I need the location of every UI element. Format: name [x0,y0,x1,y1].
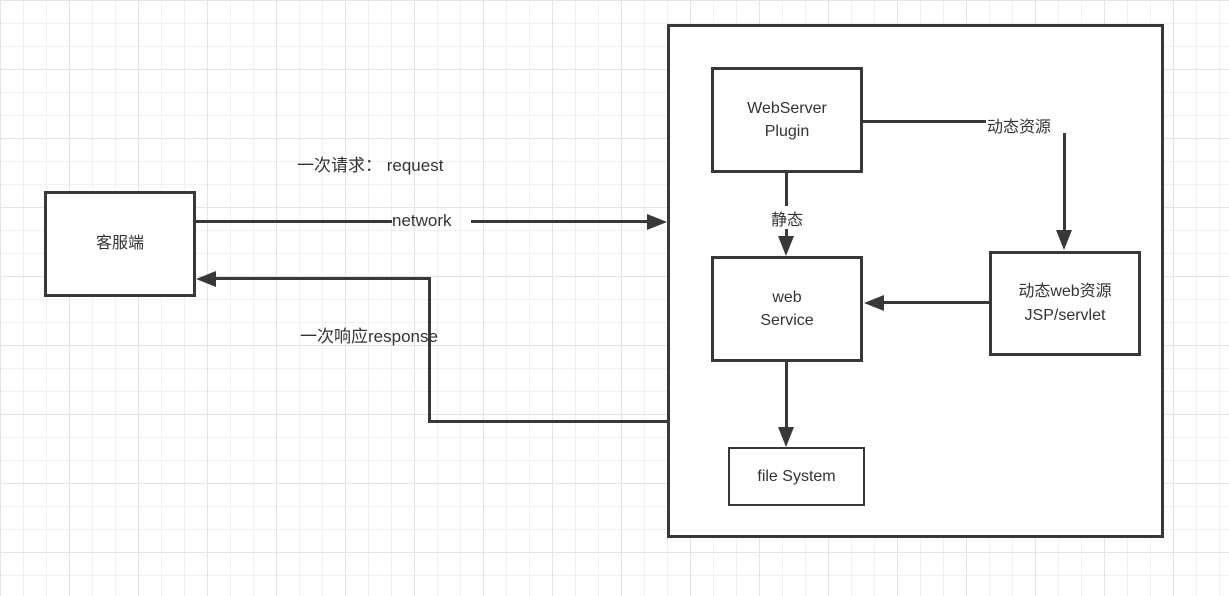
response-line-segment [428,420,667,423]
request-line-segment [471,220,648,223]
dynamicweb-to-webservice-arrowhead-icon [864,295,884,311]
client-box-label: 客服端 [95,235,144,253]
web-service-label-line1: web [772,288,802,306]
dynamic-web-resource-label-line2: JSP/servlet [1024,306,1106,324]
dynamic-web-resource-box: 动态web资源 JSP/servlet [989,251,1141,356]
file-system-box: file System [728,447,865,506]
dynamicweb-to-webservice-line [884,301,989,304]
static-arrowhead-icon [778,236,794,256]
network-label: network [392,211,452,230]
dynamic-line-segment [1063,133,1066,231]
request-label: 一次请求： request [297,156,444,175]
static-label: 静态 [770,212,803,229]
dynamic-arrowhead-icon [1056,230,1072,250]
web-service-box: web Service [711,256,863,362]
request-line-segment [196,220,392,223]
webservice-to-filesystem-arrowhead-icon [778,427,794,447]
response-line-segment [428,277,431,423]
dynamic-resource-label: 动态资源 [987,119,1052,136]
webserver-plugin-label-line2: Plugin [764,123,810,140]
response-line-segment [215,277,431,280]
webserver-plugin-box: WebServer Plugin [711,67,863,173]
client-box: 客服端 [44,191,196,297]
file-system-label: file System [757,467,836,485]
static-line-segment [785,173,788,206]
request-arrowhead-icon [647,214,667,230]
webservice-to-filesystem-line [785,362,788,428]
dynamic-web-resource-label-line1: 动态web资源 [1018,283,1112,301]
static-line-segment [785,229,788,238]
dynamic-line-segment [863,120,986,123]
web-service-label-line2: Service [760,312,814,329]
response-label: 一次响应response [300,327,438,346]
response-arrowhead-icon [196,271,216,287]
webserver-plugin-label-line1: WebServer [747,99,827,117]
